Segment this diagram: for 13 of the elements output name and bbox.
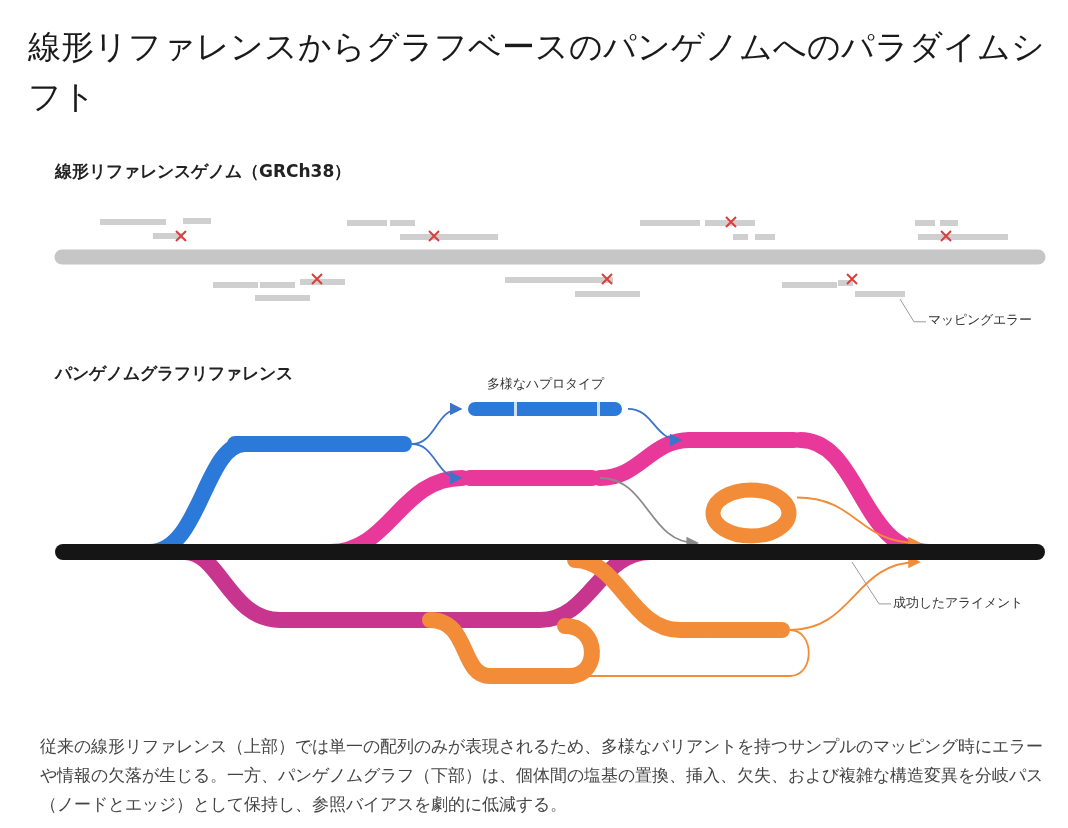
caption-text: 従来の線形リファレンス（上部）では単一の配列のみが表現されるため、多様なバリアントを持つサンプルのマッピング時にエラーや情報の欠落が生じる。一方、パンゲノムグラフ（下部）は、個体間の塩基の置換、挿入、欠失、および複雑な構造変異を分岐パス（ノードとエッジ）として保持し、参照バイアスを劇的に低減する。: [40, 735, 1044, 816]
page-title: 線形リファレンスからグラフベースのパンゲノムへのパラダイムシフト: [28, 26, 1046, 118]
callout-label: マッピングエラー: [928, 311, 1032, 329]
read-bar: [855, 291, 905, 297]
leader-line: [851, 561, 892, 605]
reference-path: [55, 544, 1045, 560]
callout-label: 成功したアライメント: [893, 594, 1023, 612]
arrow: [627, 408, 683, 446]
section-heading: 線形リファレンスゲノム（GRCh38）: [55, 160, 352, 183]
bar-label: 多様なハプロタイプ: [486, 375, 604, 393]
section-heading: パンゲノムグラフリファレンス: [55, 362, 293, 385]
arrow: [411, 443, 463, 484]
leader-line: [899, 298, 927, 323]
